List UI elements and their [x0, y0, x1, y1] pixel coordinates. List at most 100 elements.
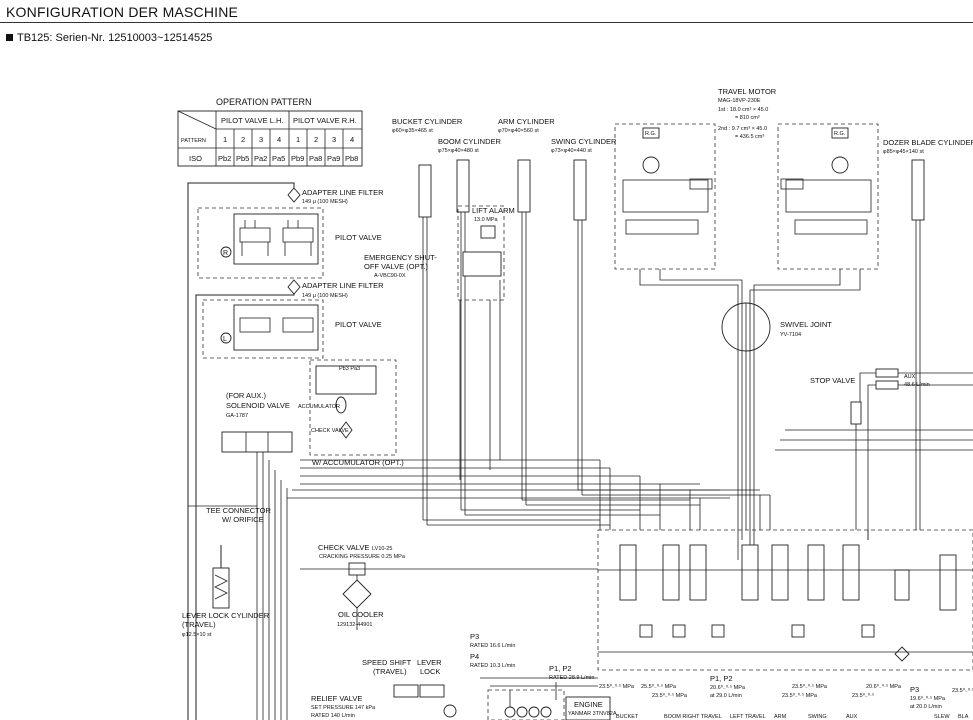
for-aux-label: (FOR AUX.) — [226, 391, 267, 400]
iso-value: Pa5 — [272, 154, 285, 163]
travel-motors: TRAVEL MOTOR MAG-18VP-230E 1st : 18.0 cm… — [614, 87, 973, 565]
svg-text:R.G.: R.G. — [645, 131, 657, 137]
pilot-valve-rh-header: PILOT VALVE R.H. — [293, 116, 357, 125]
relief-valves — [639, 624, 910, 662]
cv-p3-label: P3 — [910, 685, 919, 694]
p4-rated: RATED 10.3 L/min — [470, 663, 515, 669]
lever-lock-valve-label-a: LEVER — [417, 658, 442, 667]
pattern-number-cells: 1 2 3 4 1 2 3 4 — [223, 135, 354, 144]
travel-motor-label: TRAVEL MOTOR — [718, 87, 777, 96]
cv-p1p2-label: P1, P2 — [710, 674, 733, 683]
check-valve-model: LV10-25 — [372, 546, 392, 552]
pressure-g: 23.5⁰₋⁰·⁵ — [852, 692, 874, 699]
relief-valve-label: RELIEF VALVE — [311, 694, 362, 703]
p4-label: P4 — [470, 652, 479, 661]
travel-motor-2nd-b: = 436.5 cm³ — [735, 134, 764, 140]
travel-motor-left — [614, 123, 716, 270]
pattern-number: 3 — [332, 135, 336, 144]
stop-valve-label: STOP VALVE — [810, 376, 855, 385]
hydraulic-lines — [287, 280, 973, 540]
arm-cylinder-spec: φ70×φ40×560 st — [498, 128, 539, 134]
pilot-valve-l-label: PILOT VALVE — [335, 320, 382, 329]
control-valve-bank: 23.5⁰₋⁰·⁵ MPa 25.5⁰₋⁰·⁵ MPa 23.5⁰₋⁰·⁵ MP… — [597, 529, 973, 720]
travel-motor-model: MAG-18VP-230E — [718, 98, 761, 104]
section-boom-right-travel: BOOM RIGHT TRAVEL — [664, 714, 722, 720]
w-accumulator-label: W/ ACCUMULATOR (OPT.) — [312, 458, 404, 467]
section-left-travel: LEFT TRAVEL — [730, 714, 766, 720]
operation-pattern-table: OPERATION PATTERN PILOT VALVE L.H. PILOT… — [177, 97, 363, 167]
solenoid-valve-label: SOLENOID VALVE — [226, 401, 290, 410]
section-arm: ARM — [774, 714, 787, 720]
travel-motor-1st: 1st : 18.0 cm³ × 45.0 — [718, 107, 768, 113]
pressure-b: 25.5⁰₋⁰·⁵ MPa — [641, 683, 677, 690]
pilot-valve-r-label: PILOT VALVE — [335, 233, 382, 242]
iso-value: Pb2 — [218, 154, 231, 163]
pilot-marker-l: L — [223, 336, 227, 343]
pressure-f: 20.6⁰₋⁰·⁵ MPa — [866, 683, 902, 690]
acc-port-label: Pb3 Pa3 — [339, 366, 360, 372]
pattern-number: 3 — [259, 135, 263, 144]
arm-cylinder — [517, 159, 531, 213]
pilot-valve-lh-header: PILOT VALVE L.H. — [221, 116, 284, 125]
adapter-filter-label-2: ADAPTER LINE FILTER — [302, 281, 384, 290]
swing-cylinder-label: SWING CYLINDER — [551, 137, 617, 146]
pilot-marker-r: R — [223, 250, 228, 257]
bucket-cylinder-label: BUCKET CYLINDER — [392, 117, 463, 126]
p1p2-label: P1, P2 — [549, 664, 572, 673]
emergency-label-1: EMERGENCY SHUT- — [364, 253, 437, 262]
boom-cylinder-spec: φ75×φ40×480 st — [438, 148, 479, 154]
pump-symbols — [504, 706, 552, 718]
section-bla: BLA — [958, 714, 969, 720]
dozer-cylinder-spec: φ85×φ45×140 st — [883, 149, 924, 155]
p3-label: P3 — [470, 632, 479, 641]
bucket-cylinder-spec: φ60×φ35×465 st — [392, 128, 433, 134]
solenoid-model-label: GA-1787 — [226, 413, 248, 419]
iso-value: Pa8 — [309, 154, 322, 163]
cylinders: BUCKET CYLINDER φ60×φ35×465 st BOOM CYLI… — [364, 117, 973, 525]
accumulator-valve — [315, 365, 377, 395]
aux-label: AUX — [904, 374, 916, 380]
pattern-row-header: PATTERN — [181, 138, 206, 144]
pressure-e: 23.5⁰₋⁰·⁵ MPa — [782, 692, 818, 699]
pressure-h: 23.5⁰₋⁰·⁵ — [952, 687, 973, 694]
accumulator-label: ACCUMULATOR — [298, 404, 340, 410]
swing-cylinder — [573, 159, 587, 221]
p3-rated: RATED 16.6 L/min — [470, 643, 515, 649]
svg-text:R.G.: R.G. — [834, 131, 846, 137]
stop-valve-symbol — [850, 401, 862, 425]
pattern-number: 2 — [241, 135, 245, 144]
swivel-joint-label: SWIVEL JOINT — [780, 320, 832, 329]
check-valve-label: CHECK VALVE — [318, 543, 369, 552]
check-valve-small-label: CHECK VALVE — [311, 428, 349, 434]
iso-value: Pb8 — [345, 154, 358, 163]
section-bucket: BUCKET — [616, 714, 639, 720]
pressure-a: 23.5⁰₋⁰·⁵ MPa — [599, 683, 635, 690]
arm-cylinder-label: ARM CYLINDER — [498, 117, 555, 126]
swivel-joint-model: YV-7104 — [780, 332, 801, 338]
bullet-square-icon — [6, 34, 13, 41]
oil-cooler-symbol — [342, 579, 372, 609]
travel-motor-1st-b: = 810 cm³ — [735, 115, 760, 121]
lever-lock-valve-label-b: LOCK — [420, 667, 440, 676]
solenoid-valve-symbol — [221, 431, 293, 453]
engine-label: ENGINE — [574, 700, 603, 709]
section-slew: SLEW — [934, 714, 950, 720]
accumulator-symbol — [335, 396, 347, 414]
relief-rated: RATED 140 L/min — [311, 713, 355, 719]
dozer-cylinder-label: DOZER BLADE CYLINDER — [883, 138, 973, 147]
engine-box — [565, 696, 611, 720]
page-title: KONFIGURATION DER MASCHINE — [6, 4, 239, 20]
section-swing: SWING — [808, 714, 827, 720]
iso-value: Pb9 — [291, 154, 304, 163]
oil-cooler-model: 129132-44901 — [337, 622, 372, 628]
cv-p3-sub: at 20.0 L/min — [910, 704, 942, 710]
lever-lock-spec: φ12.5×10 st — [182, 632, 212, 638]
iso-value-cells: Pb2 Pb5 Pa2 Pa5 Pb9 Pa8 Pa9 Pb8 — [218, 154, 358, 163]
cv-p3-value: 19.6⁰₋⁰·⁵ MPa — [910, 695, 946, 702]
boom-cylinder — [456, 159, 470, 213]
pattern-number: 4 — [277, 135, 281, 144]
operation-pattern-title: OPERATION PATTERN — [216, 97, 312, 107]
pattern-number: 2 — [314, 135, 318, 144]
emergency-shutoff-valve — [462, 251, 502, 277]
